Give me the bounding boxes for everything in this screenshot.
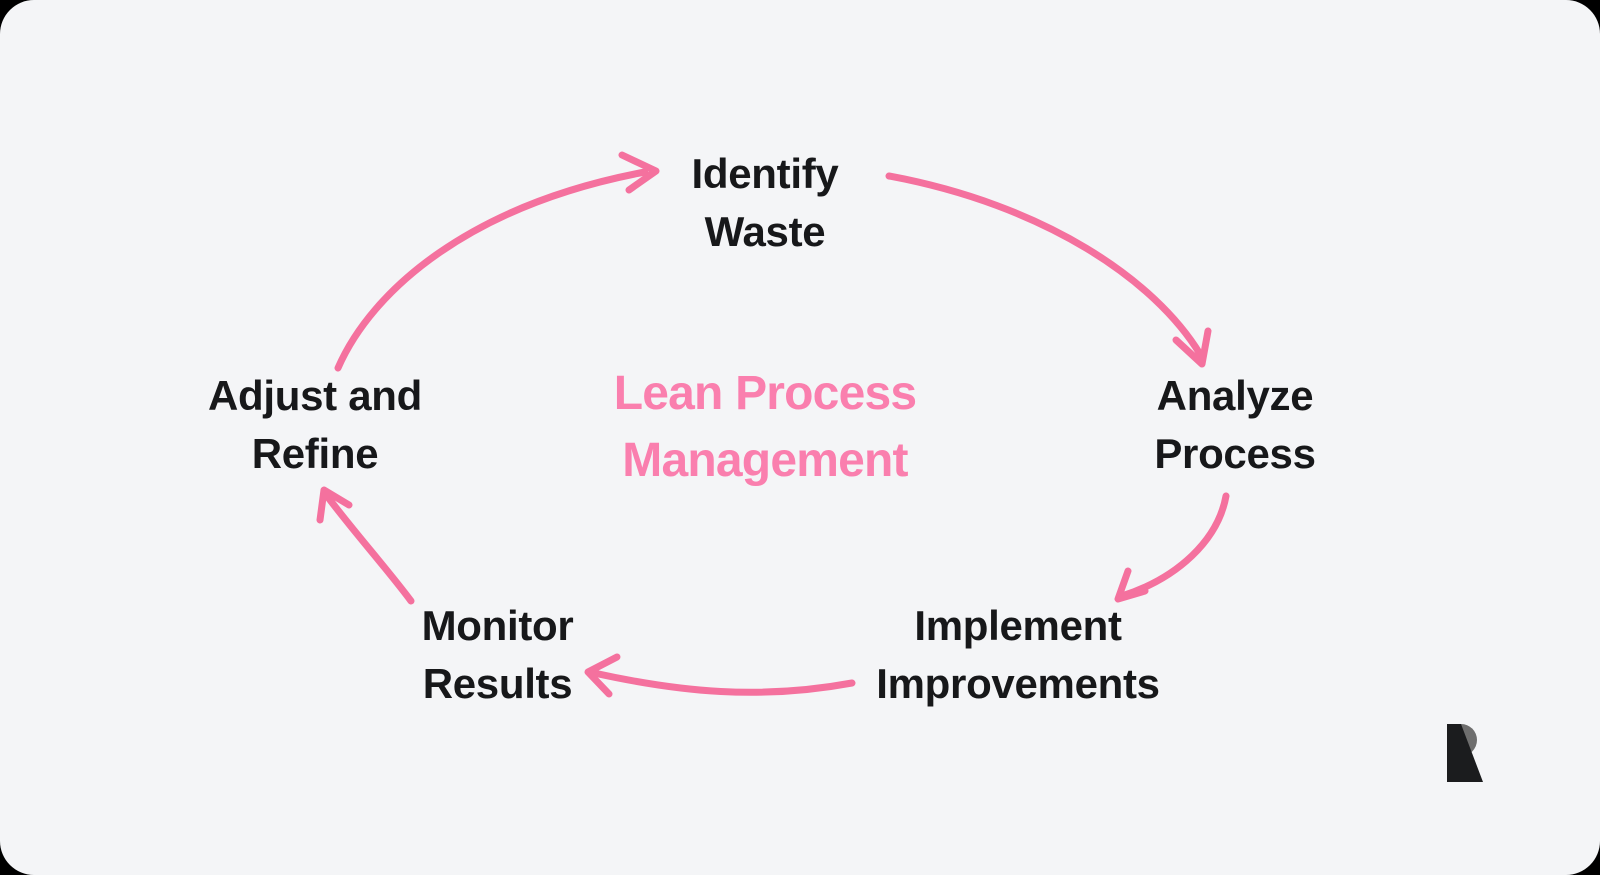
node-identify-waste: Identify Waste — [691, 150, 839, 255]
arrow-monitor-to-adjust — [316, 486, 415, 605]
node-analyze-process: Analyze Process — [1154, 372, 1316, 477]
node-monitor-results: Monitor Results — [421, 602, 574, 707]
logo-stem-shape — [1447, 724, 1483, 782]
node-adjust-and-refine: Adjust and Refine — [208, 372, 422, 477]
diagram-center-title: Lean Process Management — [613, 367, 917, 488]
arrow-analyze-to-implement — [1114, 492, 1230, 603]
node-implement-improvements: Implement Improvements — [876, 602, 1160, 707]
arrow-identify-to-analyze — [885, 172, 1212, 368]
arrow-implement-to-monitor — [584, 653, 856, 698]
arrow-adjust-to-identify — [334, 151, 660, 372]
r-monogram-logo — [1447, 724, 1483, 782]
